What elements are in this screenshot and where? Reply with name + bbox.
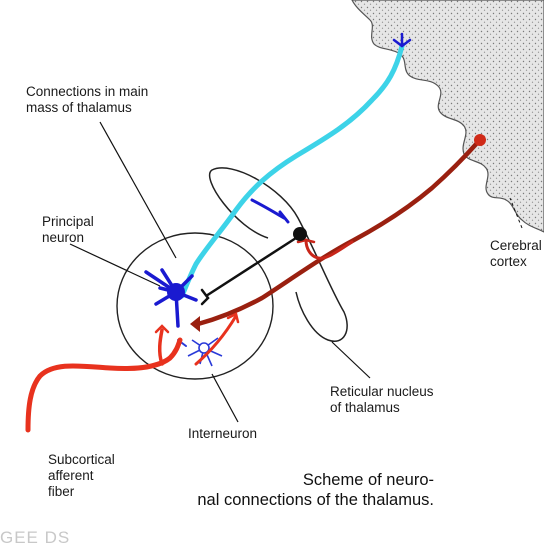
leader-principal-neuron (69, 243, 161, 287)
thalamus-main-mass-outline (116, 232, 274, 380)
collateral-terminal-blue (250, 198, 290, 224)
label-reticular-nucleus: Reticular nucleus of thalamus (330, 384, 434, 415)
label-connections-main-mass: Connections in main mass of thalamus (26, 84, 149, 115)
cortical-cell-body (474, 134, 486, 146)
afferent-branch-right (194, 314, 238, 366)
reticular-neuron-axon (205, 236, 297, 298)
collateral-terminal-red (296, 238, 316, 244)
label-interneuron: Interneuron (188, 426, 258, 441)
label-subcortical-afferent-fiber: Subcortical afferent fiber (48, 452, 115, 499)
caption-line-2: nal connections of the thalamus. (197, 491, 434, 509)
cortical-input-terminal (392, 32, 412, 48)
reticular-neuron-cell (293, 227, 307, 241)
interneuron-shape (187, 337, 223, 367)
leader-interneuron (211, 373, 239, 423)
reticular-axon-terminal (200, 288, 210, 306)
corticothalamic-axon (195, 139, 481, 327)
corticothalamic-terminal (190, 316, 200, 332)
leader-cortex (509, 197, 523, 229)
afferent-branch-up (157, 328, 164, 366)
subcortical-afferent-fiber (25, 337, 183, 433)
label-cerebral-cortex: Cerebral cortex (490, 238, 542, 269)
corticothalamic-collateral (304, 238, 354, 260)
label-principal-neuron: Principal neuron (42, 214, 94, 245)
principal-neuron-soma (167, 283, 185, 301)
leader-reticular (331, 341, 371, 379)
cortical-input-axon (179, 43, 405, 299)
footer-text: GEE DS (0, 528, 71, 547)
leader-connections (99, 121, 177, 259)
afferent-terminal-2 (226, 312, 240, 324)
afferent-terminal (154, 324, 170, 334)
caption-line-1: Scheme of neuro- (302, 471, 434, 489)
cerebral-cortex-shape (351, 0, 544, 233)
